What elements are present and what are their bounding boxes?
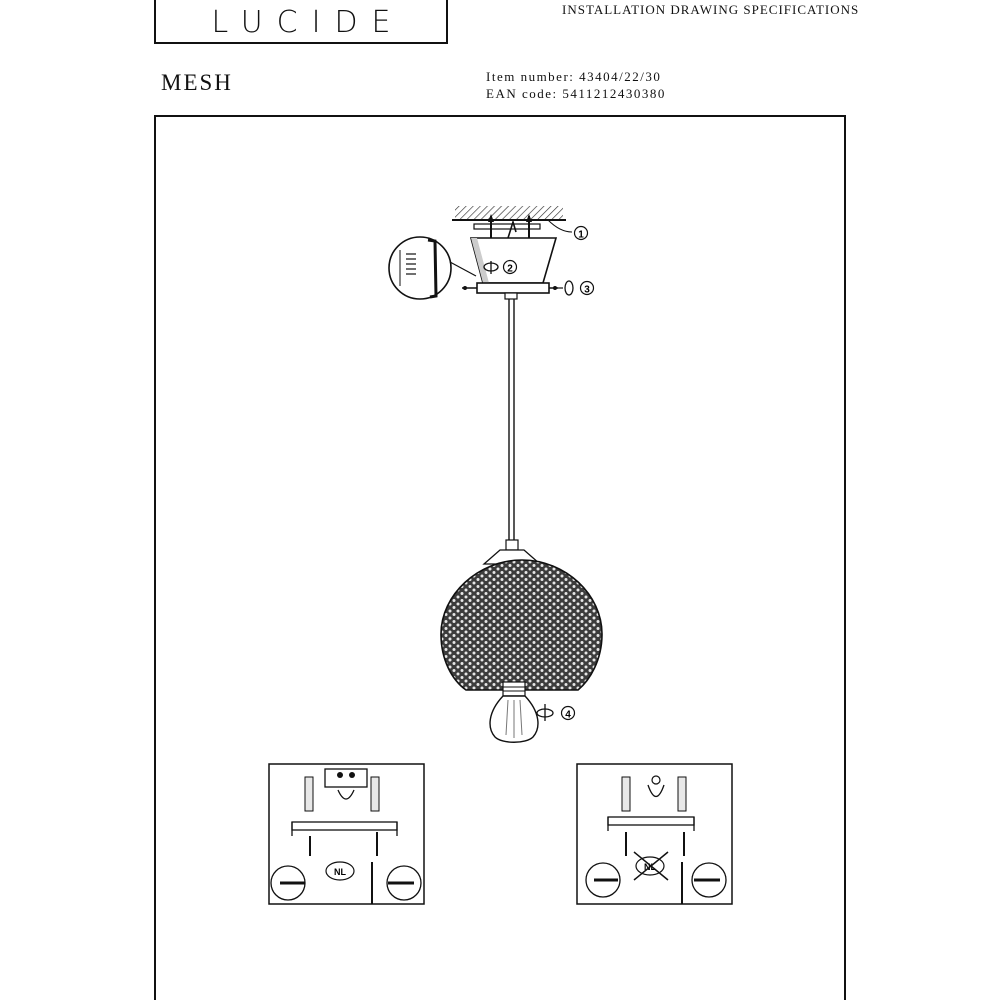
ean-line: EAN code: 5411212430380 [486, 85, 666, 102]
step-1-marker: 1 [547, 219, 589, 241]
logo-text: LUCIDE [211, 4, 405, 40]
step-4-marker: 4 [536, 704, 576, 721]
drawing-frame [154, 115, 846, 1000]
step-4-label: 4 [565, 710, 571, 721]
item-number-label: Item number: [486, 69, 575, 84]
ean-value: 5411212430380 [562, 86, 666, 101]
product-specs: Item number: 43404/22/30 EAN code: 54112… [486, 68, 666, 102]
mounting-detail-right: NL [576, 763, 733, 905]
step-3-marker: 3 [556, 280, 595, 296]
ceiling [452, 206, 566, 221]
step-2-marker: 2 [483, 259, 518, 275]
ean-label: EAN code: [486, 86, 558, 101]
item-number-value: 43404/22/30 [579, 69, 662, 84]
document-title: INSTALLATION DRAWING SPECIFICATIONS [562, 2, 860, 17]
mesh-shade [440, 559, 603, 691]
detail-magnifier [388, 236, 477, 300]
suspension-cable [508, 299, 515, 545]
brand-logo: LUCIDE [154, 0, 448, 44]
product-name: MESH [161, 70, 233, 95]
item-number-line: Item number: 43404/22/30 [486, 68, 666, 85]
canopy [462, 237, 558, 300]
step-1-label: 1 [578, 230, 584, 241]
mounting-detail-left: NL [268, 763, 425, 905]
light-bulb [489, 681, 539, 743]
step-2-label: 2 [507, 264, 513, 275]
step-3-label: 3 [584, 285, 590, 296]
country-badge-left: NL [334, 867, 346, 877]
